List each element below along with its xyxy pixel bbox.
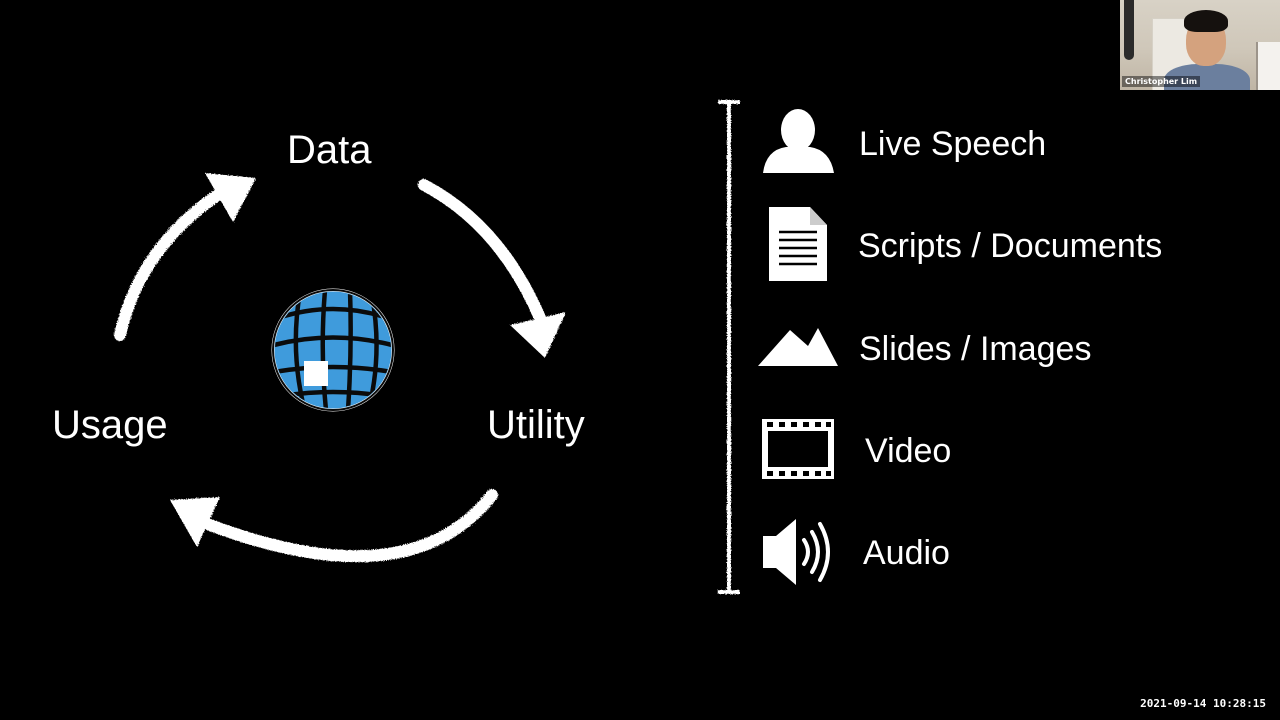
person-silhouette-icon <box>763 109 834 173</box>
participant-video-thumbnail[interactable]: Christopher Lim <box>1120 0 1280 90</box>
participant-name-tag: Christopher Lim <box>1122 76 1201 87</box>
microphone-stand <box>1124 0 1134 60</box>
cycle-label-data: Data <box>287 128 372 172</box>
document-icon <box>769 207 827 281</box>
arrow-data-to-utility <box>418 179 566 358</box>
participant-hair <box>1184 10 1228 32</box>
recording-timestamp: 2021-09-14 10:28:15 <box>1140 697 1266 710</box>
mountains-icon <box>758 328 838 366</box>
source-label-audio: Audio <box>863 534 950 572</box>
participant-body <box>1164 64 1250 90</box>
source-label-video: Video <box>865 432 952 470</box>
background-shelf <box>1256 42 1280 90</box>
cycle-label-usage: Usage <box>52 403 168 447</box>
cycle-label-utility: Utility <box>487 403 585 447</box>
film-strip-icon <box>762 419 834 479</box>
source-label-slides-images: Slides / Images <box>859 330 1092 368</box>
speaker-icon <box>763 519 830 585</box>
globe-icon <box>271 288 395 412</box>
source-label-live-speech: Live Speech <box>859 125 1047 163</box>
sources-bracket <box>718 100 740 594</box>
source-label-scripts-documents: Scripts / Documents <box>858 227 1163 265</box>
arrow-utility-to-usage <box>170 489 498 563</box>
arrow-usage-to-data <box>114 173 256 341</box>
